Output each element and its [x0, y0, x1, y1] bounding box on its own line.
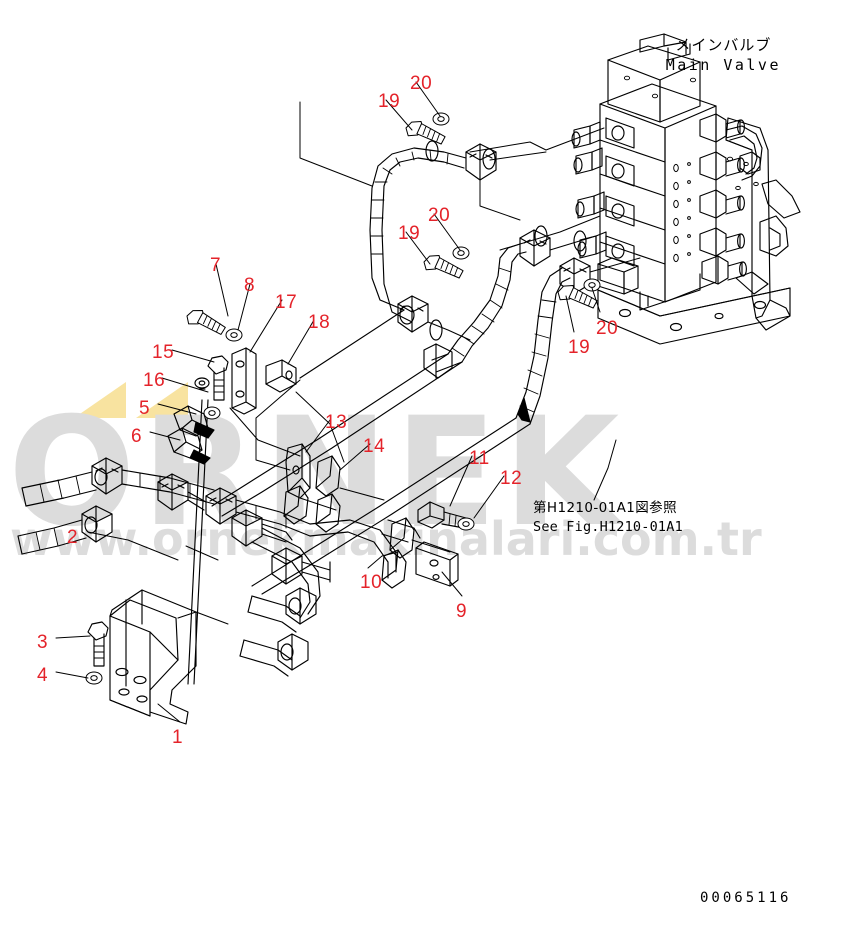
callout-12: 12: [500, 468, 523, 489]
callout-2: 2: [67, 527, 79, 548]
callout-20c: 20: [596, 318, 619, 339]
reference-note: 第H1210-01A1図参照 See Fig.H1210-01A1: [533, 499, 683, 537]
title-block: メインバルブ Main Valve: [666, 36, 781, 75]
callout-19c: 19: [568, 337, 591, 358]
callout-18: 18: [308, 312, 331, 333]
callout-3: 3: [37, 632, 49, 653]
callout-19b: 19: [398, 223, 421, 244]
callout-1: 1: [172, 727, 184, 748]
sheet-number: 00065116: [700, 890, 792, 906]
callout-7: 7: [210, 255, 222, 276]
reference-note-english: See Fig.H1210-01A1: [533, 519, 683, 535]
callout-14: 14: [363, 436, 386, 457]
callout-6: 6: [131, 426, 143, 447]
title-japanese: メインバルブ: [675, 36, 772, 54]
callout-8: 8: [244, 275, 256, 296]
callout-15: 15: [152, 342, 175, 363]
callout-20a: 20: [410, 73, 433, 94]
callout-19a: 19: [378, 91, 401, 112]
callout-13: 13: [325, 412, 348, 433]
callout-4: 4: [37, 665, 49, 686]
title-english: Main Valve: [665, 56, 781, 74]
callout-11: 11: [469, 448, 490, 469]
callout-16: 16: [143, 370, 166, 391]
callout-20b: 20: [428, 205, 451, 226]
callout-10: 10: [360, 572, 383, 593]
reference-note-japanese: 第H1210-01A1図参照: [533, 500, 677, 516]
callout-9: 9: [456, 601, 468, 622]
callout-17: 17: [275, 292, 298, 313]
callout-5: 5: [139, 398, 151, 419]
